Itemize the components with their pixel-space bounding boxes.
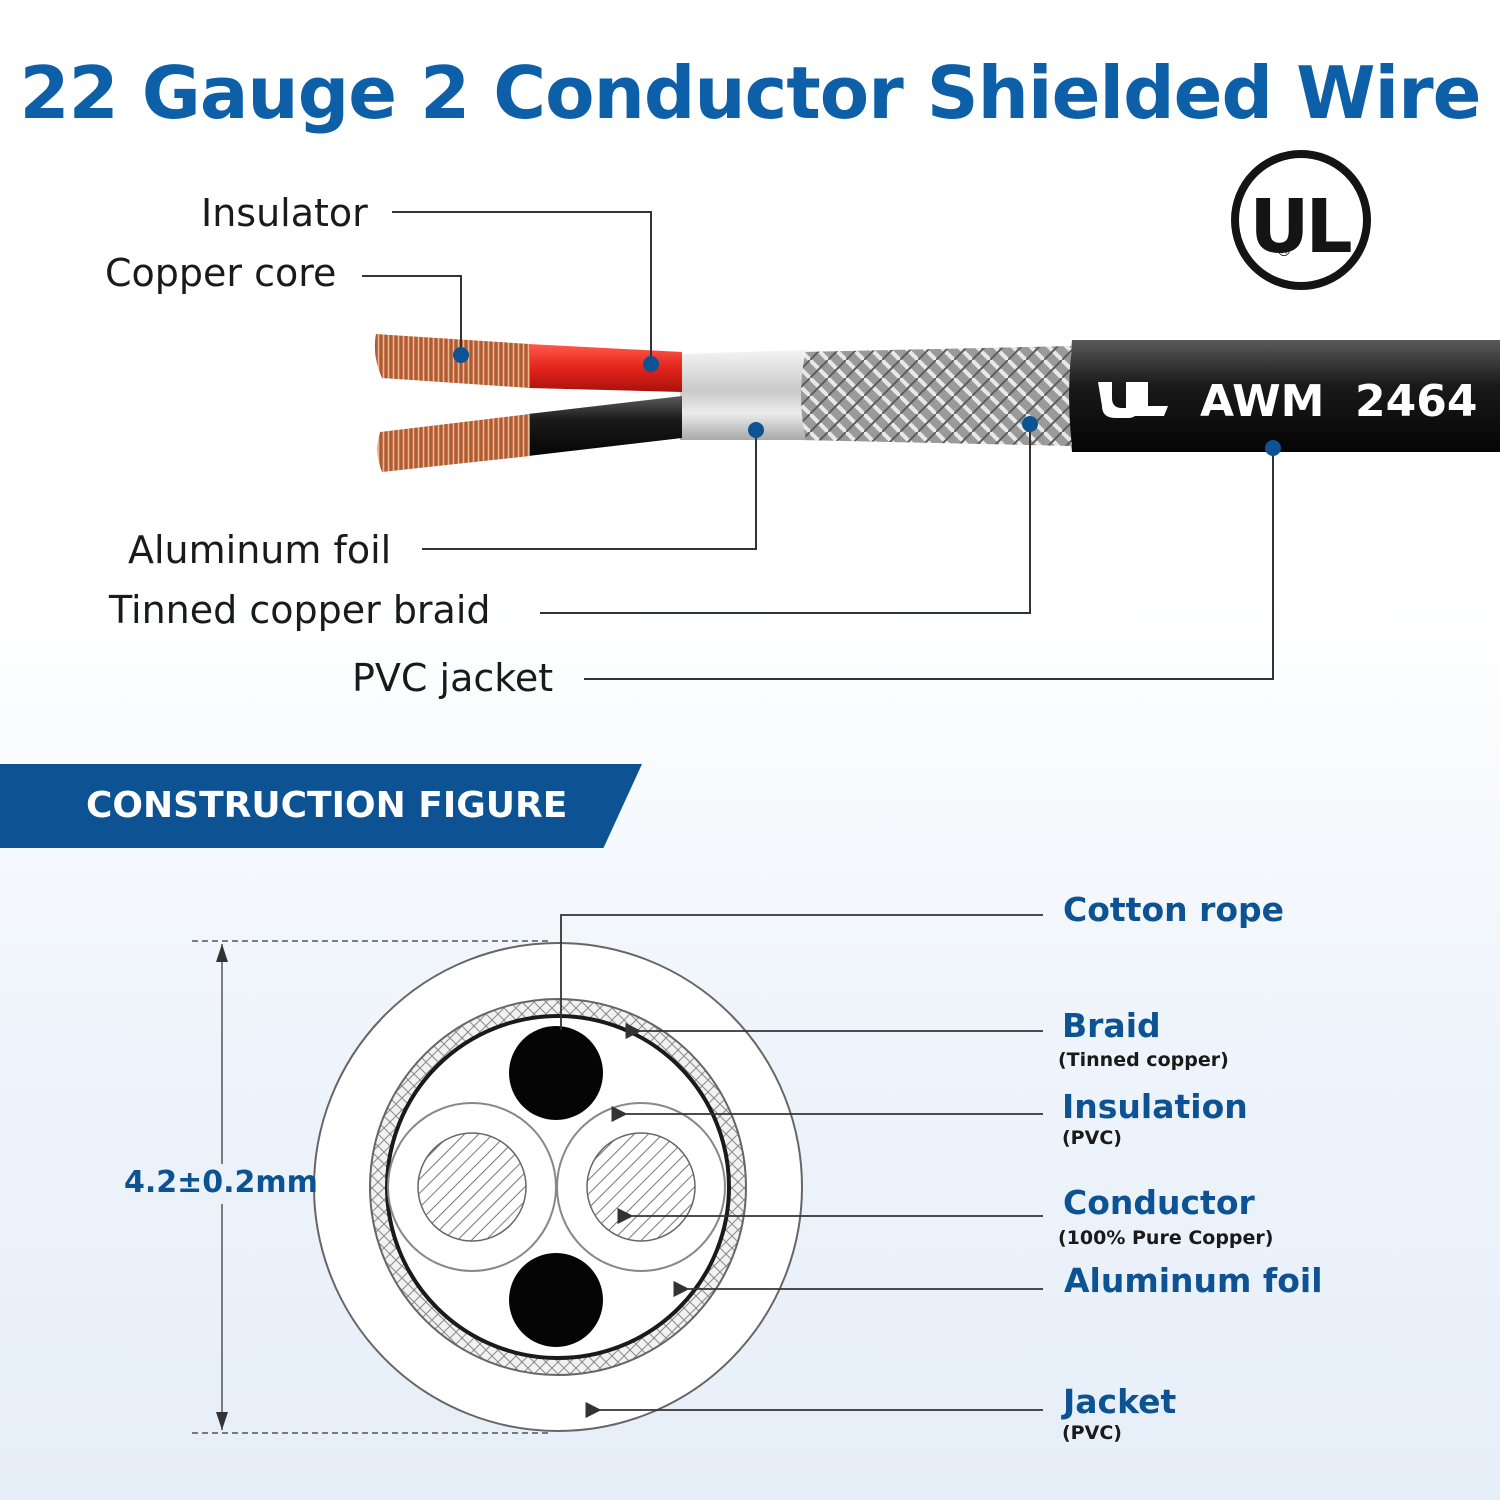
cable-illustration: AWM 2464 UL ® bbox=[362, 150, 1500, 680]
aluminum-foil-wrap bbox=[680, 350, 806, 440]
tinned-copper-braid bbox=[795, 346, 1072, 446]
cs-cotton-rope-bottom bbox=[509, 1253, 603, 1347]
copper-core-lower bbox=[377, 414, 530, 472]
cs-conductor-right bbox=[586, 1132, 696, 1242]
section-banner-text: CONSTRUCTION FIGURE bbox=[86, 785, 568, 826]
dot-copper-core bbox=[453, 347, 469, 363]
leader-braid bbox=[540, 424, 1031, 614]
red-insulator bbox=[525, 344, 682, 392]
black-insulator bbox=[525, 396, 682, 456]
label-aluminum-foil-cs: Aluminum foil bbox=[1064, 1261, 1323, 1300]
copper-core-upper bbox=[374, 334, 530, 388]
leader-copper-core bbox=[362, 275, 462, 355]
label-jacket: Jacket bbox=[1063, 1382, 1177, 1421]
label-insulation-sub: (PVC) bbox=[1062, 1127, 1122, 1149]
label-pvc-jacket: PVC jacket bbox=[352, 656, 554, 700]
dim-arrow-up bbox=[216, 944, 228, 962]
leader-aluminum-foil bbox=[422, 430, 757, 550]
label-jacket-sub: (PVC) bbox=[1062, 1422, 1122, 1444]
label-insulator: Insulator bbox=[201, 191, 368, 235]
leader-jacket bbox=[584, 448, 1274, 680]
section-banner bbox=[0, 764, 642, 848]
dim-arrow-down bbox=[216, 1412, 228, 1430]
ul-seal-registered: ® bbox=[1276, 241, 1292, 260]
cable-print-text: AWM 2464 bbox=[1200, 376, 1478, 427]
label-braid-sub: (Tinned copper) bbox=[1058, 1049, 1229, 1071]
label-cotton-rope: Cotton rope bbox=[1063, 890, 1285, 929]
leader-insulator bbox=[392, 211, 652, 364]
ul-seal-letters: UL bbox=[1249, 184, 1351, 270]
label-tinned-copper-braid: Tinned copper braid bbox=[109, 588, 491, 632]
label-insulation: Insulation bbox=[1062, 1087, 1248, 1126]
dot-jacket bbox=[1265, 440, 1281, 456]
page-title: 22 Gauge 2 Conductor Shielded Wire bbox=[19, 51, 1481, 135]
dimension-label: 4.2±0.2mm bbox=[124, 1165, 318, 1200]
cs-cotton-rope-top bbox=[509, 1026, 603, 1120]
ul-certification-seal: UL ® bbox=[1231, 150, 1371, 290]
label-braid: Braid bbox=[1062, 1006, 1161, 1045]
label-conductor: Conductor bbox=[1063, 1183, 1255, 1222]
pvc-jacket bbox=[1069, 340, 1500, 452]
label-aluminum-foil: Aluminum foil bbox=[128, 528, 392, 572]
dot-aluminum-foil bbox=[748, 422, 764, 438]
ul-recognized-mark bbox=[1098, 382, 1168, 418]
dot-braid bbox=[1022, 416, 1038, 432]
label-copper-core: Copper core bbox=[105, 251, 337, 295]
cs-conductor-left bbox=[417, 1132, 527, 1242]
dot-insulator bbox=[643, 356, 659, 372]
label-conductor-sub: (100% Pure Copper) bbox=[1058, 1227, 1274, 1249]
leader-cotton-rope bbox=[560, 914, 1043, 1030]
